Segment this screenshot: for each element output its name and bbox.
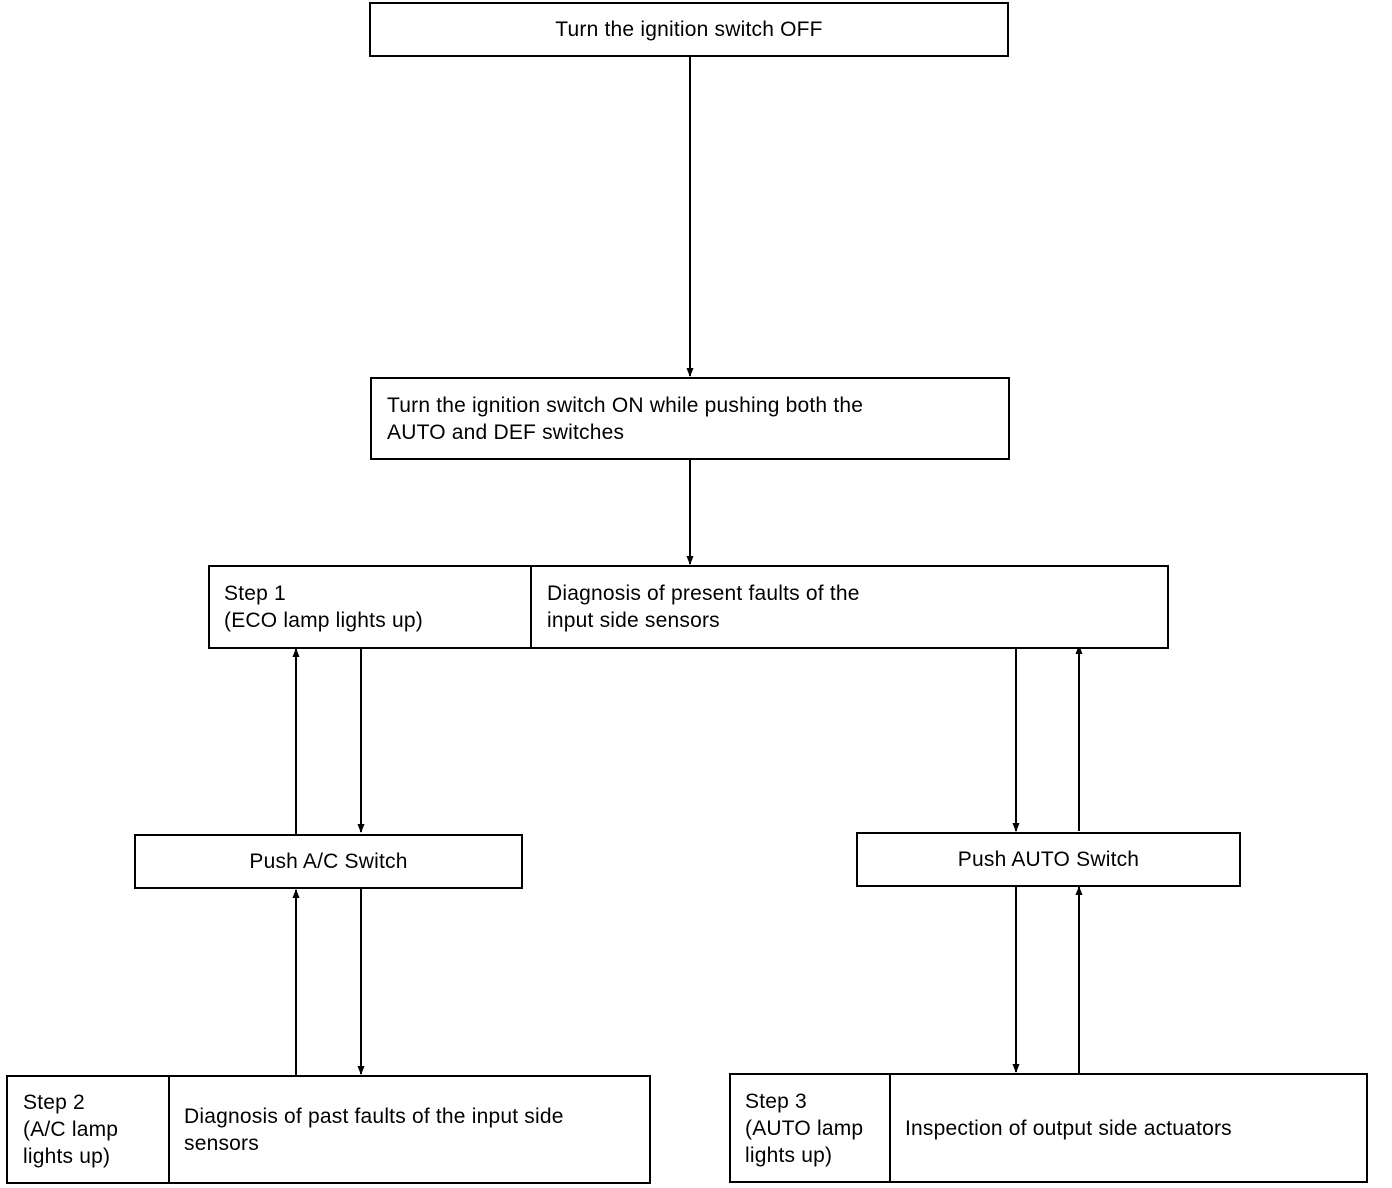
push-auto-switch-box: Push AUTO Switch	[856, 832, 1241, 887]
ignition-on-text: Turn the ignition switch ON while pushin…	[387, 393, 864, 444]
step2-description: Diagnosis of past faults of the input si…	[184, 1104, 564, 1155]
push-auto-switch-text: Push AUTO Switch	[957, 848, 1140, 871]
ignition-off-text: Turn the ignition switch OFF	[555, 18, 823, 41]
push-ac-switch-text: Push A/C Switch	[249, 850, 408, 873]
step2-description-cell: Diagnosis of past faults of the input si…	[170, 1077, 649, 1182]
step3-box: Step 3 (AUTO lamp lights up) Inspection …	[729, 1073, 1368, 1183]
step1-box: Step 1 (ECO lamp lights up) Diagnosis of…	[208, 565, 1169, 649]
step1-description: Diagnosis of present faults of the input…	[547, 582, 860, 632]
step3-description-cell: Inspection of output side actuators	[891, 1075, 1366, 1181]
ignition-on-box: Turn the ignition switch ON while pushin…	[370, 377, 1010, 460]
step2-box: Step 2 (A/C lamp lights up) Diagnosis of…	[6, 1075, 651, 1184]
step3-label-cell: Step 3 (AUTO lamp lights up)	[731, 1075, 891, 1181]
step3-label: Step 3 (AUTO lamp lights up)	[745, 1089, 864, 1167]
step1-description-cell: Diagnosis of present faults of the input…	[532, 567, 1167, 647]
step1-label: Step 1 (ECO lamp lights up)	[224, 582, 423, 632]
step3-description: Inspection of output side actuators	[905, 1116, 1232, 1140]
push-ac-switch-box: Push A/C Switch	[134, 834, 523, 889]
step2-label-cell: Step 2 (A/C lamp lights up)	[8, 1077, 170, 1182]
step1-label-cell: Step 1 (ECO lamp lights up)	[210, 567, 532, 647]
ignition-off-box: Turn the ignition switch OFF	[369, 2, 1009, 57]
step2-label: Step 2 (A/C lamp lights up)	[23, 1091, 119, 1168]
